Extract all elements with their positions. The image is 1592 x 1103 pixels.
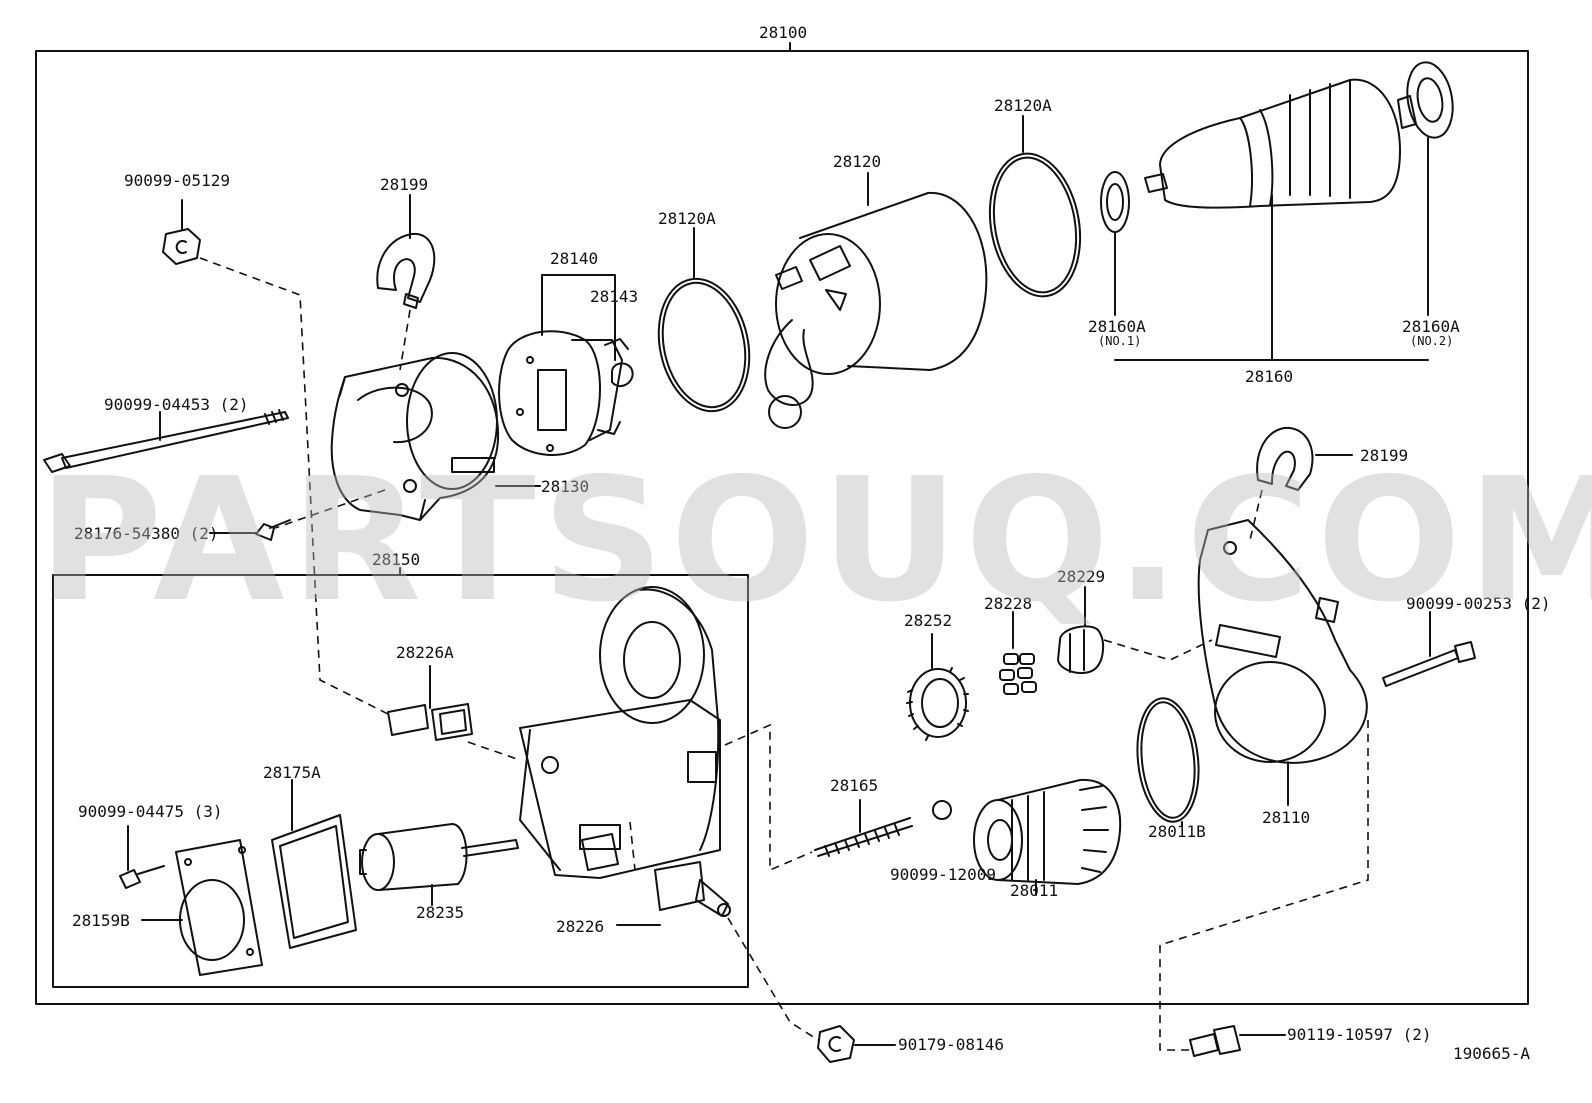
label-28199-right: 28199 [1360, 446, 1409, 465]
label-28159b: 28159B [72, 911, 130, 930]
label-28011: 28011 [1010, 881, 1059, 900]
end-frame-shape [330, 352, 500, 521]
label-90119-10597: 90119-10597 (2) [1287, 1025, 1432, 1044]
label-28252: 28252 [904, 611, 953, 630]
label-no1: (NO.1) [1098, 334, 1142, 348]
label-28143: 28143 [590, 287, 639, 306]
bolt-10597-shape [1189, 1025, 1241, 1057]
label-28199-top: 28199 [380, 175, 429, 194]
nut-05129-shape [162, 228, 201, 265]
label-90099-12009: 90099-12009 [890, 865, 996, 884]
label-90179-08146: 90179-08146 [898, 1035, 1004, 1054]
diagram-id: 190665-A [1453, 1044, 1531, 1063]
label-28130: 28130 [541, 477, 590, 496]
housing-shape [1197, 519, 1368, 764]
assembly-frame [35, 50, 1529, 1005]
label-28226a: 28226A [396, 643, 454, 662]
label-28226: 28226 [556, 917, 605, 936]
clutch-shape [973, 778, 1122, 885]
label-28120a-left: 28120A [658, 209, 716, 228]
terminal-a-shape [387, 703, 473, 741]
label-28235: 28235 [416, 903, 465, 922]
cover-shape [141, 839, 263, 976]
through-bolt-shape [43, 409, 289, 473]
label-28120: 28120 [833, 152, 882, 171]
label-28175a: 28175A [263, 763, 321, 782]
label-28160a-no1: 28160A [1088, 317, 1146, 336]
label-28011b: 28011B [1148, 822, 1206, 841]
armature-shape [1144, 78, 1417, 209]
label-28110: 28110 [1262, 808, 1311, 827]
label-90099-04475: 90099-04475 (3) [78, 802, 223, 821]
label-28100: 28100 [759, 23, 808, 42]
label-28140: 28140 [550, 249, 599, 268]
label-28160: 28160 [1245, 367, 1294, 386]
label-28165: 28165 [830, 776, 879, 795]
terminal-shape [654, 861, 731, 917]
label-no2: (NO.2) [1410, 334, 1454, 348]
yoke-shape [764, 191, 988, 429]
label-28228: 28228 [984, 594, 1033, 613]
label-90099-04453: 90099-04453 (2) [104, 395, 249, 414]
nut-08146-shape [817, 1025, 855, 1063]
magnetic-switch-shape [519, 586, 721, 879]
label-90099-05129: 90099-05129 [124, 171, 230, 190]
plunger-shape [359, 823, 519, 891]
label-90099-00253: 90099-00253 (2) [1406, 594, 1551, 613]
label-28160a-no2: 28160A [1402, 317, 1460, 336]
label-28120a-right: 28120A [994, 96, 1052, 115]
label-28229: 28229 [1057, 567, 1106, 586]
roller-shape [999, 653, 1037, 695]
idler-gear-shape [906, 667, 969, 741]
label-28150: 28150 [372, 550, 421, 569]
brush-holder-shape [498, 330, 629, 456]
label-28176-54380: 28176-54380 (2) [74, 524, 219, 543]
spring-shape [814, 817, 913, 857]
